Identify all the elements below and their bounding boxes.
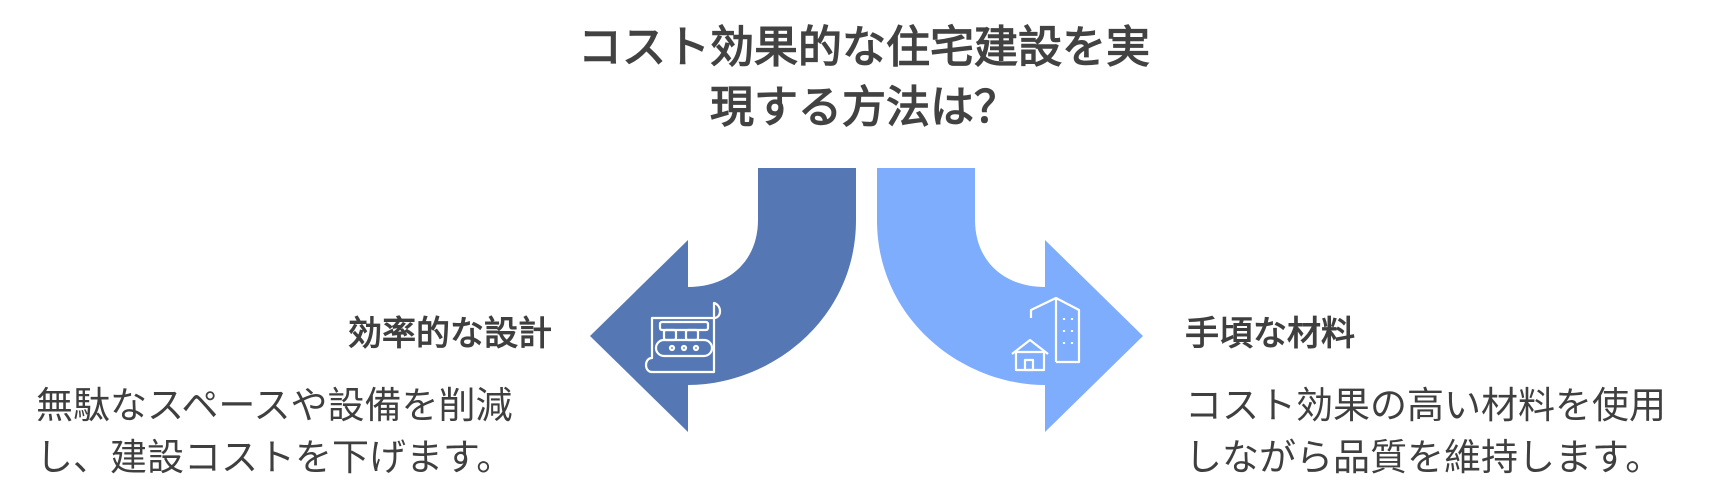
- diagram-title: コスト効果的な住宅建設を実 現する方法は？: [414, 18, 1314, 138]
- buildings-icon: [1011, 296, 1081, 372]
- left-option-description: 無駄なスペースや設備を削減 し、建設コストを下げます。: [36, 380, 616, 484]
- left-desc-line-1: 無駄なスペースや設備を削減: [36, 384, 513, 427]
- left-curved-arrow: [590, 168, 856, 432]
- right-desc-line-2: しながら品質を維持します。: [1185, 436, 1663, 479]
- left-desc-line-2: し、建設コストを下げます。: [36, 436, 514, 479]
- title-line-1: コスト効果的な住宅建設を実: [578, 22, 1150, 73]
- right-desc-line-1: コスト効果の高い材料を使用: [1185, 384, 1666, 427]
- right-option-heading: 手頃な材料: [1185, 314, 1355, 354]
- right-option-description: コスト効果の高い材料を使用 しながら品質を維持します。: [1185, 380, 1725, 484]
- right-curved-arrow: [877, 168, 1143, 432]
- left-option-heading: 効率的な設計: [348, 314, 552, 354]
- title-line-2: 現する方法は？: [710, 82, 1018, 133]
- conveyor-belt-icon: [644, 301, 722, 374]
